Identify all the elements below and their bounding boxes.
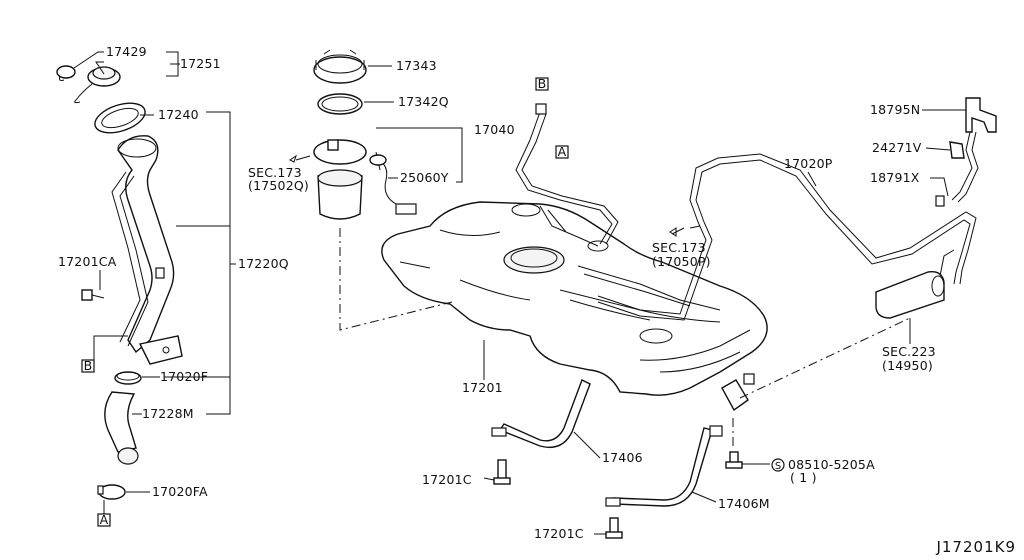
screw-symbol-badge: S <box>771 458 785 472</box>
label-17201c-lower: 17201C <box>534 526 584 541</box>
ref-box-b-tank: B <box>535 76 549 91</box>
label-sec173-b-line2: (17050P) <box>652 254 711 269</box>
seal-ring-17342q-part <box>317 93 363 115</box>
ref-a-filler-text: A <box>100 512 109 527</box>
ref-box-a-filler: A <box>97 512 111 527</box>
ref-a-tank-text: A <box>558 144 567 159</box>
label-08510-5205a: 08510-5205A <box>788 457 875 472</box>
filler-neck-grommet-part <box>94 102 146 134</box>
label-sec173-a-line1: SEC.173 <box>248 165 302 180</box>
evap-tube-17020p-part <box>597 153 977 321</box>
label-17429: 17429 <box>106 44 147 59</box>
label-17228m: 17228M <box>142 406 194 421</box>
label-18795n: 18795N <box>870 102 920 117</box>
clip-24271v-part <box>949 141 965 159</box>
label-17020f: 17020F <box>160 369 208 384</box>
label-17343: 17343 <box>396 58 437 73</box>
filler-bracket-part <box>138 335 183 365</box>
lock-ring-17343-part <box>313 49 367 84</box>
tank-band-17406-part <box>491 379 591 449</box>
hose-18791x-part <box>935 195 945 207</box>
label-sec173-b-line1: SEC.173 <box>652 240 706 255</box>
clamp-17020f-part <box>114 371 142 385</box>
label-17040: 17040 <box>474 122 515 137</box>
vent-valve-18795n-part <box>951 97 997 203</box>
diagram-code: J17201K9 <box>935 538 1016 556</box>
label-24271v: 24271V <box>872 140 922 155</box>
label-sec223-line2: (14950) <box>882 358 933 373</box>
label-17201: 17201 <box>462 380 503 395</box>
clamp-17020fa-part <box>97 484 126 500</box>
label-17201c-upper: 17201C <box>422 472 472 487</box>
screw-symbol-text: S <box>775 461 781 472</box>
ref-b-tank-text: B <box>538 76 547 91</box>
evap-canister-part <box>875 249 955 319</box>
fuel-pump-module-part <box>313 139 417 220</box>
label-17406m: 17406M <box>718 496 770 511</box>
fuel-tank-17201-part <box>381 201 768 412</box>
bolt-17201ca-part <box>81 289 105 301</box>
label-sec223-line1: SEC.223 <box>882 344 936 359</box>
tank-band-17406m-part <box>605 425 723 507</box>
filler-cap-part <box>56 65 121 104</box>
label-17406: 17406 <box>602 450 643 465</box>
label-25060y: 25060Y <box>400 170 449 185</box>
label-08510-qty: ( 1 ) <box>790 470 817 485</box>
label-18791x: 18791X <box>870 170 920 185</box>
label-sec173-a-line2: (17502Q) <box>248 178 309 193</box>
ref-box-a-tank: A <box>555 144 569 159</box>
label-17342q: 17342Q <box>398 94 449 109</box>
label-17220q: 17220Q <box>238 256 289 271</box>
label-17251: 17251 <box>180 56 221 71</box>
label-17020fa: 17020FA <box>152 484 208 499</box>
label-17240: 17240 <box>158 107 199 122</box>
filler-hose-part <box>104 391 139 465</box>
label-17201ca: 17201CA <box>58 254 117 269</box>
bolt-17201c-lower-part <box>605 517 623 539</box>
filler-tube-part <box>111 135 175 354</box>
bolt-17201c-upper-part <box>493 459 511 485</box>
ref-b-filler-text: B <box>84 358 93 373</box>
screw-08510-part <box>725 451 743 469</box>
label-17020p: 17020P <box>784 156 833 171</box>
ref-box-b-filler: B <box>81 358 95 373</box>
